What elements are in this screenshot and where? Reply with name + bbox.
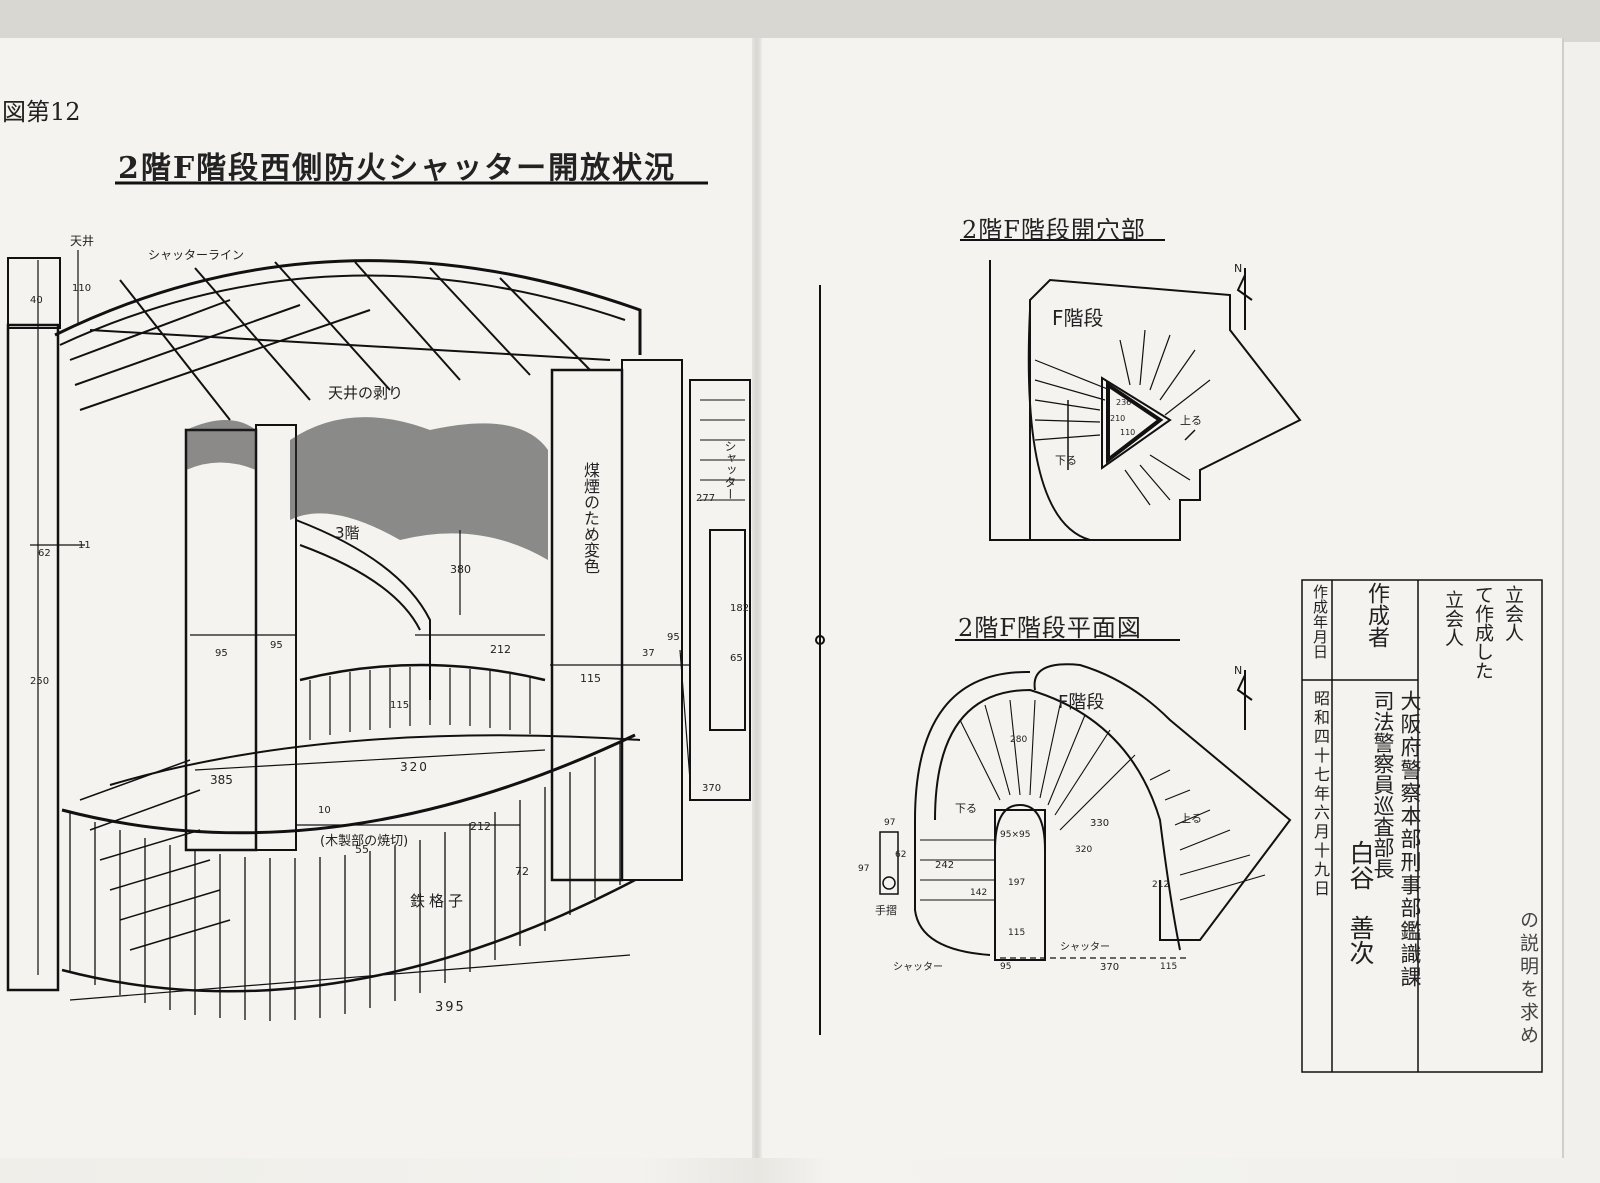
plan-dim-370: 370 — [1100, 962, 1120, 973]
page-fold — [752, 38, 762, 1158]
dim-55: 55 — [355, 843, 369, 856]
paper-sheet — [0, 38, 1564, 1158]
dim-115-b: 115 — [390, 700, 410, 711]
margin-note: の説明を求め — [1517, 910, 1539, 1048]
plan-dim-197: 197 — [1008, 878, 1026, 888]
sig-author-rank: 司法警察員巡査部長 — [1371, 690, 1395, 879]
dim-72: 72 — [515, 865, 529, 878]
dim-62: 62 — [38, 548, 51, 559]
sig-author-head: 作成者 — [1364, 582, 1389, 648]
sig-date: 昭和四十七年六月十九日 — [1311, 690, 1330, 899]
label-shutter: シャッター — [723, 440, 737, 500]
dim-115: 115 — [580, 672, 601, 685]
dim-110-tri: 110 — [1120, 428, 1136, 437]
plan-dim-97-a: 97 — [884, 818, 896, 828]
label-up-top: 上る — [1180, 414, 1202, 427]
plan-dim-212: 212 — [1152, 880, 1170, 890]
inset-top-title: 2階F階段開穴部 — [962, 216, 1146, 244]
label-shutter-plan-a: シャッター — [893, 962, 943, 973]
label-ceiling: 天井 — [70, 234, 95, 248]
sig-date-head: 作成年月日 — [1311, 584, 1329, 659]
dim-65: 65 — [730, 653, 743, 664]
main-title: 2階F階段西側防火シャッター開放状況 — [118, 151, 677, 186]
dim-10: 10 — [318, 805, 331, 816]
sig-author-org: 大阪府警察本部刑事部鑑識課 — [1398, 690, 1422, 989]
label-up-bottom: 上る — [1180, 812, 1202, 825]
plan-dim-95x95: 95×95 — [1000, 830, 1031, 840]
plan-dim-330: 330 — [1090, 818, 1110, 829]
dim-95-b: 95 — [270, 640, 283, 651]
dim-212-b: 212 — [470, 820, 491, 833]
label-ceiling-peel: 天井の剥り — [328, 384, 404, 402]
north-arrow-top: N — [1234, 262, 1243, 275]
dim-11: 11 — [78, 540, 91, 551]
plan-dim-62: 62 — [895, 850, 907, 860]
dim-250: 250 — [30, 676, 50, 687]
dim-182: 182 — [730, 603, 750, 614]
figure-number: 図第12 — [2, 98, 81, 126]
sig-created-note: て作成した — [1472, 585, 1494, 680]
dim-385: 385 — [210, 773, 233, 787]
dim-236: 236 — [1116, 398, 1132, 407]
plan-dim-142: 142 — [970, 888, 988, 898]
label-down-top: 下る — [1055, 454, 1077, 467]
plan-dim-95: 95 — [1000, 962, 1012, 972]
sig-witness-note: 立会人 — [1502, 585, 1524, 642]
dim-110: 110 — [72, 283, 92, 294]
inset-bottom-title: 2階F階段平面図 — [958, 614, 1142, 642]
plan-dim-115: 115 — [1008, 928, 1026, 938]
label-down-bottom: 下る — [955, 802, 977, 815]
label-handrail: 手摺 — [875, 904, 897, 917]
plan-dim-115-b: 115 — [1160, 962, 1178, 972]
dim-277: 277 — [696, 493, 716, 504]
dim-380: 380 — [450, 563, 471, 576]
north-arrow-bottom: N — [1234, 664, 1243, 677]
plan-dim-97-b: 97 — [858, 864, 870, 874]
dim-320: 320 — [400, 760, 429, 774]
label-smoke-discolor: 煤煙のため変色 — [581, 462, 600, 574]
dim-210: 210 — [1110, 414, 1126, 423]
plan-dim-242: 242 — [935, 860, 955, 871]
dim-95-a: 95 — [215, 648, 228, 659]
sig-author-name: 白谷 善次 — [1346, 840, 1375, 965]
dim-370: 370 — [702, 783, 722, 794]
label-third-floor: 3階 — [335, 524, 360, 542]
plan-dim-320: 320 — [1075, 845, 1093, 855]
dim-40: 40 — [30, 295, 43, 306]
page-top-edge — [0, 0, 1600, 42]
dim-37: 37 — [642, 648, 655, 659]
label-broken-note: (木製部の焼切) — [320, 834, 409, 849]
dim-95-c: 95 — [667, 632, 680, 643]
label-iron-lattice: 鉄格子 — [410, 892, 468, 910]
label-f-stairs-bottom: F階段 — [1058, 692, 1105, 713]
label-f-stairs-top: F階段 — [1052, 306, 1104, 330]
dim-212-a: 212 — [490, 643, 511, 656]
plan-dim-280: 280 — [1010, 735, 1028, 745]
label-shutter-plan-b: シャッター — [1060, 942, 1110, 953]
label-shutter-line: シャッターライン — [148, 248, 245, 262]
sig-witness-head: 立会人 — [1442, 590, 1464, 647]
dim-395: 395 — [435, 1000, 466, 1015]
